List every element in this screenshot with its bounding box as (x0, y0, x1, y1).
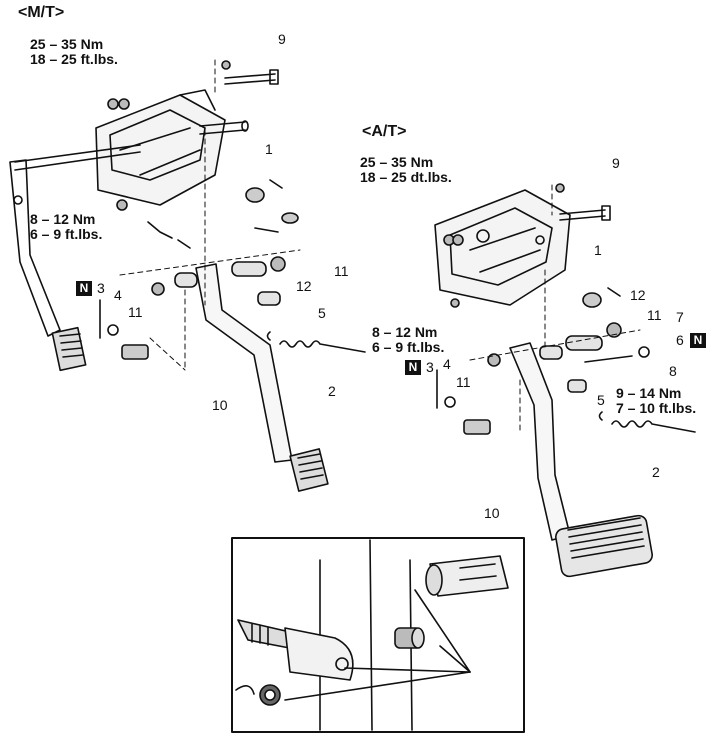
at-callout-5: 5 (597, 392, 605, 408)
at-callout-1: 1 (594, 242, 602, 258)
at-torque-top-nm: 25 – 35 Nm (360, 154, 434, 170)
at-callout-11a: 11 (647, 307, 662, 323)
detail-inset (231, 537, 525, 733)
at-bushing-1 (582, 292, 602, 308)
at-torque-mid-nm: 8 – 12 Nm (372, 324, 438, 340)
mt-callout-10: 10 (212, 397, 228, 413)
at-title: <A/T> (362, 123, 407, 140)
mt-callout-12: 12 (296, 278, 312, 294)
mt-title: <M/T> (18, 4, 65, 21)
at-callout-11b: 11 (456, 374, 471, 390)
mt-bushing-1 (245, 187, 265, 203)
mt-callout-1: 1 (265, 141, 273, 157)
at-return-spring (611, 420, 696, 433)
mt-pivot-shaft (14, 144, 141, 171)
at-callout-2: 2 (652, 464, 660, 480)
at-callout-7: 7 (676, 309, 684, 325)
mt-pedal-group (9, 59, 366, 492)
at-n-marker-right: N (690, 333, 706, 348)
mt-callout-5: 5 (318, 305, 326, 321)
mt-callout-9: 9 (278, 31, 286, 47)
at-n-marker-left: N (405, 360, 421, 375)
mt-torque-top-nm: 25 – 35 Nm (30, 36, 104, 52)
mt-return-spring (279, 340, 366, 353)
mt-torque-mid-ft: 6 – 9 ft.lbs. (30, 226, 103, 242)
mt-callout-4: 4 (114, 287, 122, 303)
at-callout-8: 8 (669, 363, 677, 379)
mt-torque-mid-nm: 8 – 12 Nm (30, 211, 96, 227)
at-callout-12: 12 (630, 287, 646, 303)
at-callout-10: 10 (484, 505, 500, 521)
mt-pedal-arm-left (9, 159, 61, 337)
at-pedal-group (434, 183, 696, 578)
mt-callout-3: 3 (97, 280, 105, 296)
mt-callout-11b: 11 (128, 304, 143, 320)
at-callout-4: 4 (443, 356, 451, 372)
at-callout-3: 3 (426, 359, 434, 375)
at-callout-9: 9 (612, 155, 620, 171)
mt-callout-2: 2 (328, 383, 336, 399)
at-callout-6: 6 (676, 332, 684, 348)
inset-clevis (284, 627, 354, 681)
mt-bracket (95, 94, 226, 206)
at-torque-mid-ft: 6 – 9 ft.lbs. (372, 339, 445, 355)
at-pedal-arm-10 (509, 342, 571, 541)
at-bracket (434, 189, 571, 306)
at-torque-right-ft: 7 – 10 ft.lbs. (616, 400, 697, 416)
at-torque-top-ft: 18 – 25 dt.lbs. (360, 169, 452, 185)
at-bolt-9 (559, 209, 606, 221)
mt-callout-11a: 11 (334, 263, 349, 279)
at-torque-right-nm: 9 – 14 Nm (616, 385, 682, 401)
mt-n-marker: N (76, 281, 92, 296)
mt-torque-top-ft: 18 – 25 ft.lbs. (30, 51, 118, 67)
mt-bolt-9 (224, 73, 276, 85)
